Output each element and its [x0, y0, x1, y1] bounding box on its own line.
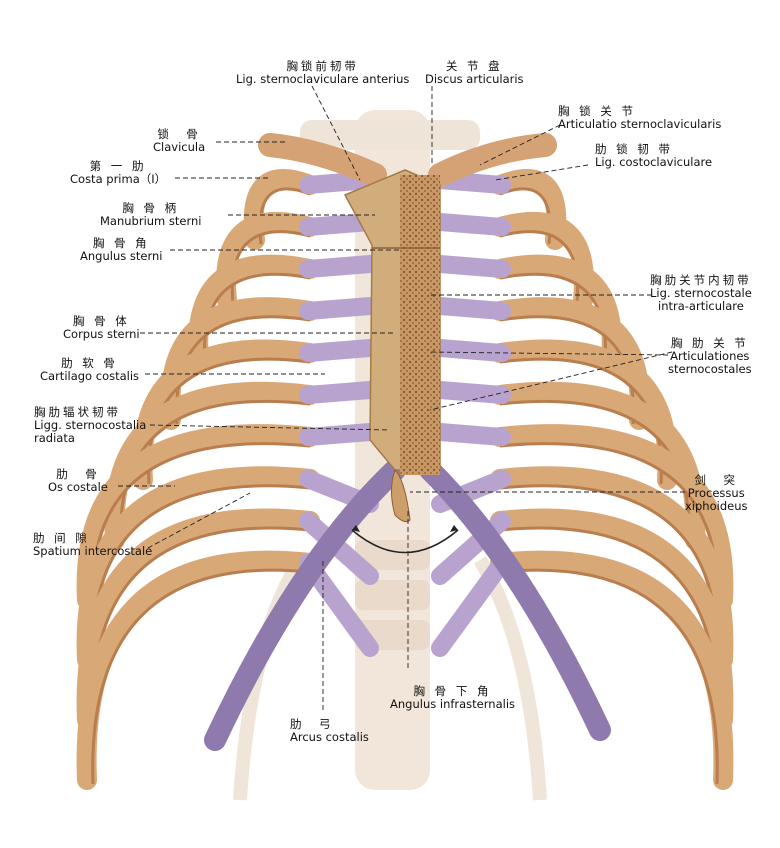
costal-arch-left	[204, 459, 406, 751]
label-intra-articular-ligament: 胸肋关节内韧带 Lig. sternocostale intra-articul…	[650, 273, 752, 313]
label-sternocostal-joints: 胸 肋 关 节 Articulationes sternocostales	[668, 336, 752, 376]
clavicles	[258, 133, 557, 187]
label-clavicle: 锁 骨 Clavicula	[153, 127, 206, 154]
label-sternoclavicular-joint: 胸 锁 关 节 Articulatio sternoclavicularis	[558, 104, 722, 131]
rib-10-left	[76, 550, 379, 790]
label-infrasternal-angle: 胸 骨 下 角 Angulus infrasternalis	[390, 684, 516, 711]
label-xiphoid-process: 剑 突 Processus xiphoideus	[685, 473, 748, 513]
label-rib-bone: 肋 骨 Os costale	[48, 467, 108, 494]
infrasternal-angle-arrow	[351, 525, 459, 554]
sternum	[343, 169, 441, 523]
label-costoclavicular-ligament: 肋 锁 韧 带 Lig. costoclaviculare	[595, 142, 713, 169]
label-intercostal-space: 肋 间 隙 Spatium intercostale	[33, 531, 153, 558]
label-sternoclavicular-anterior-ligament: 胸锁前韧带 Lig. sternoclaviculare anterius	[236, 59, 410, 86]
rib-10-right	[431, 550, 734, 790]
leader-lines	[118, 85, 685, 710]
label-sternal-angle: 胸 骨 角 Angulus sterni	[80, 236, 163, 263]
label-sternal-body: 胸 骨 体 Corpus sterni	[63, 314, 140, 341]
ribs-right	[419, 169, 734, 790]
label-manubrium: 胸 骨 柄 Manubrium sterni	[100, 201, 202, 228]
label-discus-articularis: 关 节 盘 Discus articularis	[425, 59, 524, 86]
label-costal-arch: 肋 弓 Arcus costalis	[290, 717, 369, 744]
label-first-rib: 第 一 肋 Costa prima（Ⅰ）	[70, 159, 167, 186]
ribs-left	[76, 169, 406, 790]
label-radiate-ligaments: 胸肋辐状韧带 Ligg. sternocostalia radiata	[34, 405, 147, 445]
label-costal-cartilage: 肋 软 骨 Cartilago costalis	[40, 356, 140, 383]
costal-arch-right	[419, 459, 611, 741]
